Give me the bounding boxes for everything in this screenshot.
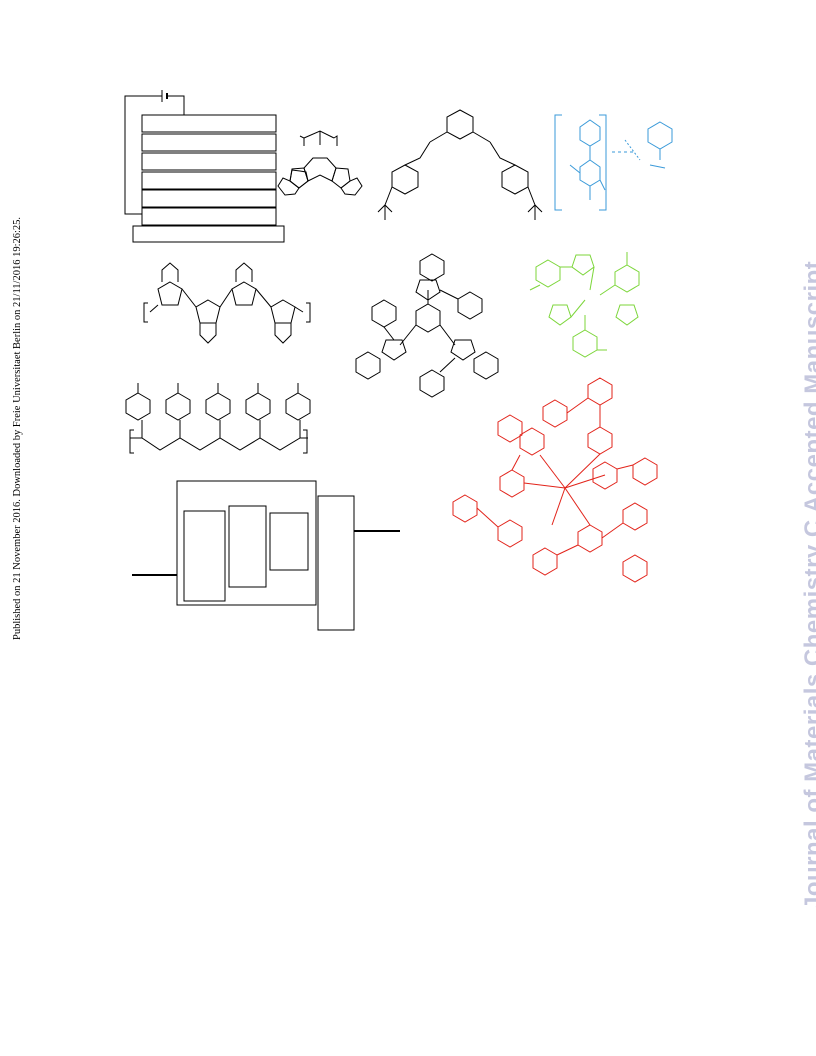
circuit-wire [124,95,162,215]
thiophene-polymer [143,262,311,344]
benzimidazole-molecule [355,253,499,398]
red-iridium-complex [452,377,658,583]
vinyl-polymer-chain [125,383,311,454]
green-iridium-complex [529,252,640,358]
blue-iridium-complex [554,114,673,211]
oxadiazole-molecule [377,109,543,220]
oled-device-stack [124,90,285,243]
substrate-layer [132,225,285,243]
polyfluorene-structure [277,130,363,196]
block-diagram [132,480,400,631]
